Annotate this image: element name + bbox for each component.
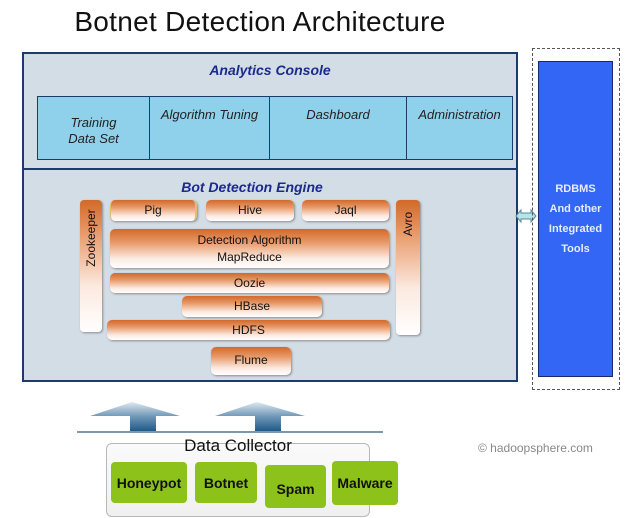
module-label: Algorithm Tuning	[160, 107, 259, 122]
source-honeypot: Honeypot	[111, 462, 187, 503]
source-malware: Malware	[332, 461, 398, 505]
up-arrow-icon	[215, 402, 305, 431]
avro-bar: Avro	[396, 200, 420, 335]
hive-block: Hive	[206, 200, 294, 221]
module-administration: Administration	[407, 97, 512, 159]
zookeeper-bar: Zookeeper	[80, 200, 102, 332]
detection-algorithm-block: Detection Algorithm MapReduce	[110, 229, 389, 268]
oozie-block: Oozie	[110, 273, 389, 293]
bot-detection-engine-title: Bot Detection Engine	[181, 179, 323, 195]
integrated-tools-container	[532, 48, 620, 390]
pig-block: Pig	[110, 200, 197, 221]
module-label: Administration	[418, 107, 501, 122]
copyright-text: © hadoopsphere.com	[478, 441, 593, 455]
bidirectional-arrow-icon	[515, 208, 537, 224]
source-spam: Spam	[265, 465, 326, 508]
rdbms-line4: Tools	[561, 243, 590, 255]
avro-label: Avro	[401, 211, 415, 236]
rdbms-line2: And other	[549, 203, 602, 215]
analytics-console-title: Analytics Console	[209, 62, 331, 78]
diagram-title: Botnet Detection Architecture	[74, 6, 446, 37]
mapreduce-label: MapReduce	[217, 250, 282, 264]
module-algorithm-tuning: Algorithm Tuning	[150, 97, 270, 159]
up-arrow-icon	[90, 402, 180, 431]
source-botnet: Botnet	[195, 462, 257, 503]
hbase-block: HBase	[182, 296, 322, 317]
rdbms-line3: Integrated	[548, 223, 603, 235]
module-label: Dashboard	[306, 107, 370, 122]
jaql-block: Jaql	[302, 200, 389, 221]
hdfs-block: HDFS	[107, 320, 390, 340]
rdbms-line1: RDBMS	[555, 183, 596, 195]
module-dashboard: Dashboard	[270, 97, 407, 159]
zookeeper-label: Zookeeper	[84, 209, 98, 267]
rdbms-block: RDBMS And other Integrated Tools	[538, 61, 613, 377]
data-collector-title: Data Collector	[184, 436, 292, 455]
upward-arrows	[90, 402, 305, 431]
detection-algorithm-label: Detection Algorithm	[197, 233, 302, 247]
collector-baseline	[77, 431, 383, 433]
flume-block: Flume	[211, 347, 291, 375]
